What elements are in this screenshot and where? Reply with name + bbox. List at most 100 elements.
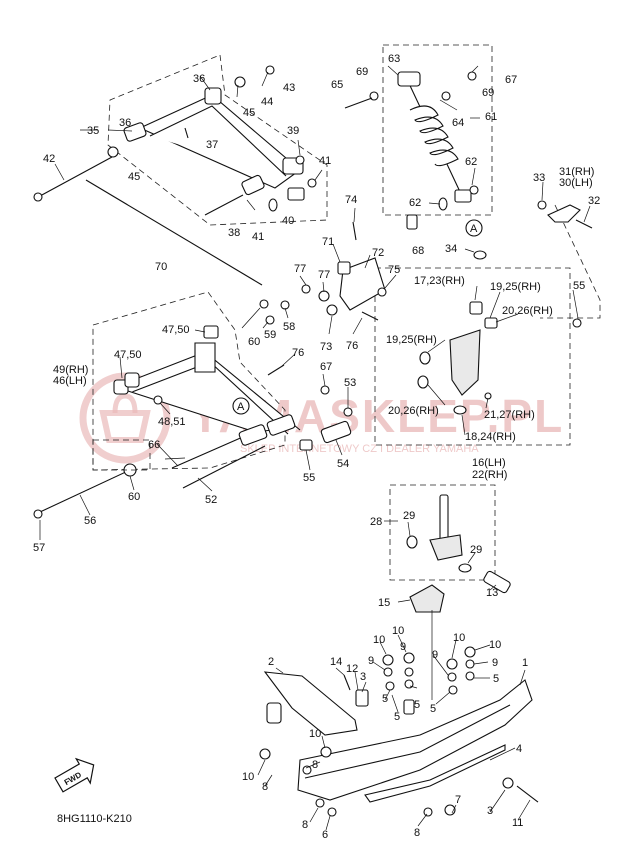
callout-20-26-rh: 20,26(RH) (502, 305, 553, 317)
callout-76: 76 (346, 340, 358, 352)
callout-69: 69 (356, 66, 368, 78)
callout-60: 60 (248, 336, 260, 348)
callout-36: 36 (193, 73, 205, 85)
callout-37: 37 (206, 139, 218, 151)
callout-45: 45 (243, 107, 255, 119)
callout-19-25-rh: 19,25(RH) (490, 281, 541, 293)
callout-12: 12 (346, 663, 358, 675)
callout-47-50: 47,50 (162, 324, 190, 336)
callout-54: 54 (337, 458, 349, 470)
callout-44: 44 (261, 96, 273, 108)
callout-65: 65 (331, 79, 343, 91)
callout-14: 14 (330, 656, 342, 668)
callout-45: 45 (128, 171, 140, 183)
callout-39: 39 (287, 125, 299, 137)
diagram-code: 8HG1110-K210 (57, 813, 132, 825)
callout-74: 74 (345, 194, 357, 206)
callout-18-24-rh: 18,24(RH) (465, 431, 516, 443)
callout-9: 9 (432, 649, 438, 661)
ski (263, 671, 533, 803)
callout-9: 9 (400, 641, 406, 653)
callout-13: 13 (486, 587, 498, 599)
callout-10: 10 (453, 632, 465, 644)
callout-21-27-rh: 21,27(RH) (484, 409, 535, 421)
callout-42: 42 (43, 153, 55, 165)
callout-33: 33 (533, 172, 545, 184)
callout-67: 67 (320, 361, 332, 373)
callout-41: 41 (319, 155, 331, 167)
callout-31-rh: 31(RH) (559, 166, 594, 178)
callout-34: 34 (445, 243, 457, 255)
callout-52: 52 (205, 494, 217, 506)
callout-8: 8 (262, 781, 268, 793)
callout-61: 61 (485, 111, 497, 123)
callout-5: 5 (430, 703, 436, 715)
callout-48-51: 48,51 (158, 416, 186, 428)
callout-63: 63 (388, 53, 400, 65)
long-bolts (33, 156, 263, 519)
callout-70: 70 (155, 261, 167, 273)
callout-55: 55 (303, 472, 315, 484)
callout-3: 3 (360, 671, 366, 683)
watermark-subtext: SKLEP INTERNETOWY CZ I DEALER YAMAHA (240, 443, 479, 455)
callout-3: 3 (487, 805, 493, 817)
ref-marker-a-label: A (237, 401, 245, 413)
bracket-30-31 (473, 200, 593, 260)
callout-46-lh: 46(LH) (53, 375, 87, 387)
callout-8: 8 (312, 759, 318, 771)
callout-10: 10 (392, 625, 404, 637)
callout-62: 62 (465, 156, 477, 168)
callout-72: 72 (372, 247, 384, 259)
callout-2: 2 (268, 656, 274, 668)
callout-16-lh: 16(LH) (472, 457, 506, 469)
callout-10: 10 (242, 771, 254, 783)
callout-11: 11 (512, 817, 523, 829)
callout-64: 64 (452, 117, 464, 129)
callout-15: 15 (378, 597, 390, 609)
fwd-arrow-icon: FWD (54, 757, 95, 793)
spindle-assembly (417, 301, 582, 415)
callout-67: 67 (505, 74, 517, 86)
group-outline-66 (92, 439, 151, 471)
callout-9: 9 (368, 655, 374, 667)
callout-10: 10 (309, 728, 321, 740)
callout-47-50: 47,50 (114, 349, 142, 361)
callout-73: 73 (320, 341, 332, 353)
callout-4: 4 (516, 743, 522, 755)
callout-60: 60 (128, 491, 140, 503)
shock-absorber (344, 71, 479, 230)
callout-59: 59 (264, 329, 276, 341)
callout-10: 10 (489, 639, 501, 651)
callout-22-rh: 22(RH) (472, 469, 507, 481)
callout-43: 43 (283, 82, 295, 94)
shock-spring (409, 105, 459, 167)
callout-5: 5 (394, 711, 400, 723)
callout-28: 28 (370, 516, 382, 528)
callout-58: 58 (283, 321, 295, 333)
callout-71: 71 (322, 236, 334, 248)
upper-a-arm (107, 65, 317, 212)
callout-66: 66 (148, 439, 160, 451)
callout-40: 40 (282, 215, 294, 227)
callout-30-lh: 30(LH) (559, 177, 593, 189)
ref-marker-a-shock (465, 219, 483, 237)
callout-17-23-rh: 17,23(RH) (414, 275, 465, 287)
callout-68: 68 (412, 245, 424, 257)
callout-57: 57 (33, 542, 45, 554)
callout-38: 38 (228, 227, 240, 239)
callout-5: 5 (493, 673, 499, 685)
ski-hardware (259, 646, 539, 817)
callout-1: 1 (522, 657, 528, 669)
callout-69: 69 (482, 87, 494, 99)
callout-10: 10 (373, 634, 385, 646)
callout-5: 5 (414, 699, 420, 711)
callout-32: 32 (588, 195, 600, 207)
callout-35: 35 (87, 125, 99, 137)
callout-9: 9 (492, 657, 498, 669)
callout-75: 75 (388, 264, 400, 276)
callout-19-25-rh: 19,25(RH) (386, 334, 437, 346)
callout-8: 8 (302, 819, 308, 831)
callout-76: 76 (292, 347, 304, 359)
ref-marker-a-label: A (470, 223, 478, 235)
